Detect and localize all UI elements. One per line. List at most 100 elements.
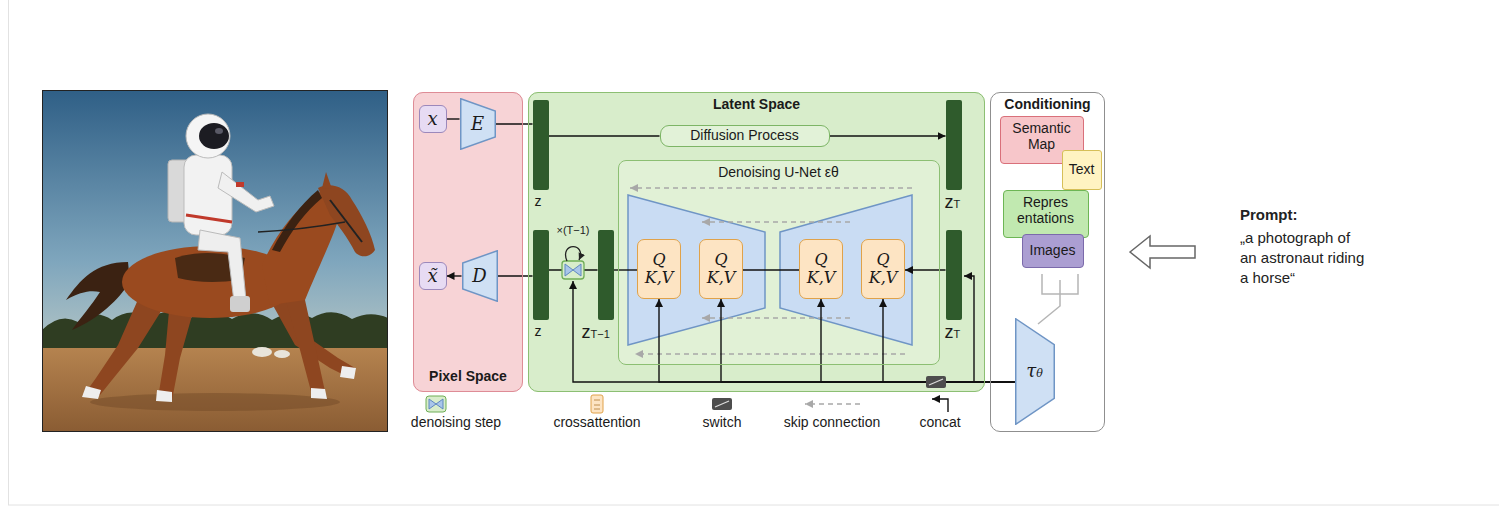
panel-title: Latent Space [713, 96, 800, 113]
astronaut-photo [90, 393, 340, 411]
box-label: Q K,V [868, 251, 898, 288]
block-label: τθ [1026, 361, 1043, 381]
astronaut-photo [42, 90, 388, 335]
panel-title: Denoising U-Net εθ [718, 164, 839, 181]
astronaut-photo [272, 190, 322, 252]
connector [821, 299, 1015, 382]
label-holder: ×(T−1) [548, 224, 598, 237]
process-box: x̃ [419, 262, 447, 290]
region-panel: Q K,VQ K,VQ K,VQ K,VDenoising U-Net εθ [618, 160, 940, 365]
legend-icon [715, 401, 729, 407]
astronaut-photo [330, 200, 362, 242]
panel-fill [618, 160, 940, 365]
connector [447, 275, 462, 276]
denoising-step-icon [562, 261, 584, 279]
process-box: Text [1062, 150, 1102, 190]
box-label: Images [1030, 242, 1076, 259]
switch-icon [926, 376, 946, 388]
connector [721, 299, 1015, 382]
skip-connection [630, 187, 912, 189]
prompt-arrow [1130, 236, 1195, 268]
legend-text: concat [919, 414, 960, 431]
latent-bar: z [533, 230, 549, 320]
connector [830, 135, 946, 136]
legend-item: concat [860, 414, 1020, 431]
process-box: Diffusion Process [660, 125, 830, 147]
legend-icon [429, 399, 436, 409]
panel-fill [413, 92, 523, 392]
connector-group [447, 119, 1015, 382]
region-panel: xEx̃DPixel Space [413, 92, 523, 392]
astronaut-photo [186, 114, 230, 158]
connector [496, 123, 533, 124]
astronaut-photo [42, 90, 388, 432]
astronaut-photo [86, 295, 165, 395]
panel-title: Conditioning [1004, 96, 1090, 113]
latent-label: zT [945, 192, 961, 214]
astronaut-photo [322, 172, 332, 189]
process-box: x [419, 105, 447, 133]
astronaut-photo [318, 185, 375, 256]
connector [447, 118, 460, 119]
connector [549, 135, 660, 136]
legend-icon [932, 399, 948, 412]
legend-icon [436, 399, 443, 409]
latent-bar: zT [946, 230, 962, 320]
prompt-arrow [1130, 236, 1195, 268]
denoising-step-icon [562, 261, 584, 279]
astronaut-photo [274, 350, 290, 358]
legend-text: switch [703, 414, 742, 431]
process-box: Repres entations [1003, 190, 1089, 238]
astronaut-photo [340, 366, 356, 379]
legend-item: crossattention [517, 414, 677, 431]
astronaut-photo [258, 222, 345, 232]
loop-arrow [566, 247, 581, 261]
astronaut-photo [215, 128, 223, 134]
process-box: Q K,V [861, 239, 905, 299]
switch-icon [926, 376, 946, 388]
box-label: Diffusion Process [690, 127, 799, 144]
astronaut-photo [184, 155, 232, 235]
network-block: D [462, 250, 498, 302]
process-box: Q K,V [699, 239, 743, 299]
unet-decoder [780, 195, 912, 345]
box-label: Q K,V [806, 251, 836, 288]
unet-decoder [780, 195, 912, 345]
latent-label: zT [945, 322, 961, 344]
skip-connection [702, 221, 850, 223]
astronaut-photo [285, 298, 326, 396]
legend-icon [591, 395, 603, 413]
legend-item: denoising step [376, 414, 536, 431]
block-outline [462, 250, 497, 301]
process-box: Q K,V [799, 239, 843, 299]
conditioning-tree [1060, 274, 1078, 294]
legend-icon [594, 400, 600, 409]
label-holder: Prompt: [1240, 206, 1440, 224]
network-block: τθ [1015, 318, 1055, 425]
legend-icon [712, 398, 732, 410]
astronaut-photo [236, 182, 244, 187]
box-label: x̃ [427, 266, 437, 286]
switch-icon [929, 379, 943, 385]
legend-icon [426, 396, 446, 412]
denoising-step-icon [565, 264, 573, 276]
legend-icon [805, 403, 860, 405]
legend-icon [426, 395, 948, 413]
panel-fill [413, 92, 1105, 432]
astronaut-photo [230, 296, 250, 312]
block-label: E [471, 114, 484, 134]
latent-label: zT−1 [582, 322, 610, 344]
astronaut-photo [66, 262, 130, 330]
latent-bar: z [533, 100, 549, 190]
astronaut-photo [186, 215, 232, 222]
prompt-heading: Prompt: [1240, 206, 1298, 224]
block-outline [460, 98, 495, 149]
box-label: Semantic Map [1007, 120, 1077, 154]
legend-text: skip connection [784, 414, 881, 431]
step-count: ×(T−1) [556, 224, 589, 237]
panel-fill [990, 92, 1105, 432]
latent-label: z [535, 193, 542, 210]
block-label: D [472, 266, 486, 286]
label-holder: „a photograph of an astronaut riding a h… [1240, 228, 1368, 288]
